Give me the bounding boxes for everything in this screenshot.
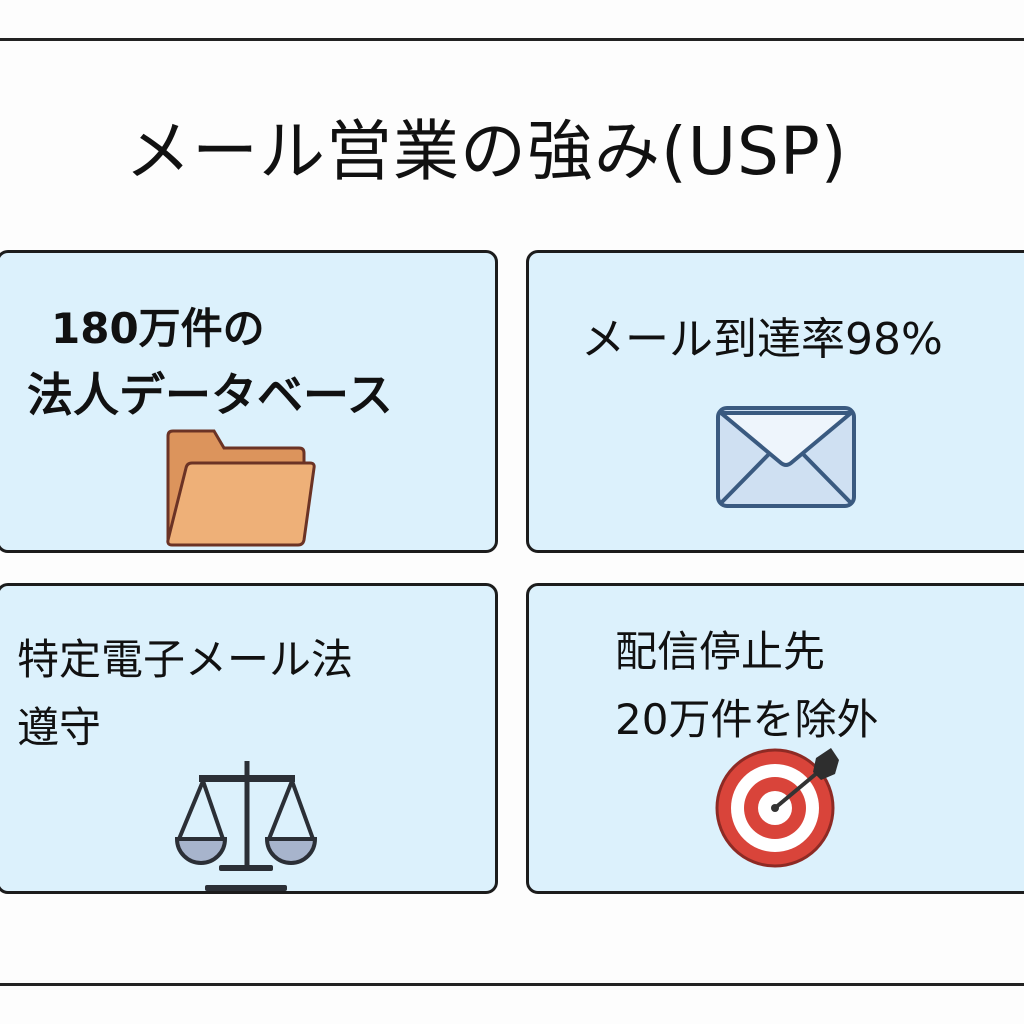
target-icon bbox=[715, 748, 839, 868]
scales-icon bbox=[174, 761, 318, 891]
card-compliance: 特定電子メール法 遵守 bbox=[0, 583, 498, 894]
card-unsubscribe-exclusion: 配信停止先 20万件を除外 bbox=[526, 583, 1024, 894]
folder-icon bbox=[166, 429, 316, 547]
card-delivery-rate-line1: メール到達率98% bbox=[581, 314, 943, 365]
card-database: 180万件の 法人データベース bbox=[0, 250, 498, 553]
card-database-line1: 180万件の bbox=[51, 304, 265, 353]
envelope-icon bbox=[716, 406, 856, 508]
card-unsubscribe-line2: 20万件を除外 bbox=[615, 695, 879, 744]
card-database-line2: 法人データベース bbox=[27, 368, 393, 422]
bottom-divider bbox=[0, 983, 1024, 986]
card-compliance-line2: 遵守 bbox=[17, 703, 102, 752]
top-divider bbox=[0, 38, 1024, 41]
card-unsubscribe-line1: 配信停止先 bbox=[615, 627, 826, 676]
card-compliance-line1: 特定電子メール法 bbox=[17, 635, 354, 684]
card-delivery-rate: メール到達率98% bbox=[526, 250, 1024, 553]
page-title: メール営業の強み(USP) bbox=[125, 113, 848, 190]
